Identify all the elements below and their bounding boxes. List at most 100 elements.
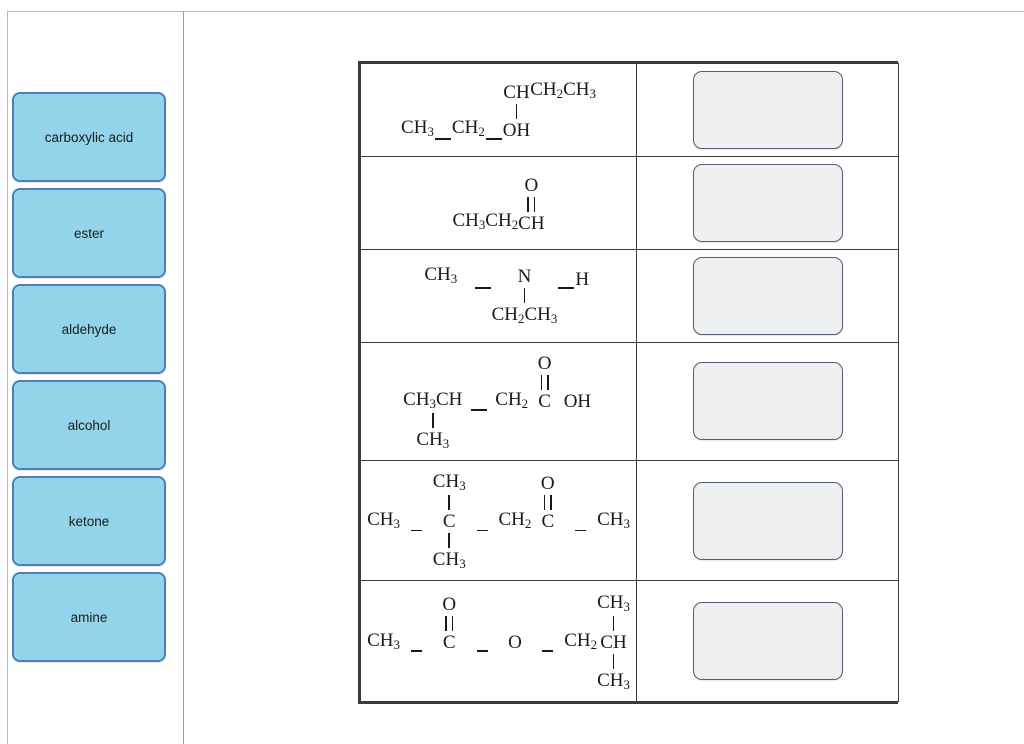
atom-label: OH	[502, 119, 531, 141]
dropzone-cell-2	[636, 155, 899, 250]
vertical-bond	[448, 533, 450, 549]
tile-label: carboxylic acid	[44, 129, 134, 145]
atom-label: CH3	[367, 629, 400, 652]
atom-label: CH3	[401, 117, 434, 140]
table-row: O CH3CH CH3 O CH3	[360, 341, 899, 461]
bond-stack: CH3 CH3	[400, 490, 433, 572]
chain-tail-stack: CH2CH3 OH	[530, 80, 596, 139]
atom-label: H	[575, 268, 590, 290]
draggable-tile-alcohol[interactable]: alcohol	[12, 380, 166, 470]
top-divider	[184, 11, 1024, 12]
vertical-bond	[523, 288, 526, 304]
draggable-tile-ester[interactable]: ester	[12, 188, 166, 278]
atom-label: O	[540, 473, 555, 495]
single-bond	[434, 138, 451, 140]
dropzone-cell-5	[636, 459, 899, 582]
matching-table: CH3 CH2 CH OH CH2CH3	[358, 61, 899, 704]
carbonyl-stack: O C CH3	[433, 595, 466, 692]
answer-dropzone-1[interactable]	[692, 70, 843, 149]
quaternary-carbon-stack: CH3 C CH3	[433, 472, 466, 571]
left-stack: CH3 CH3 CH3	[367, 591, 400, 692]
tile-label: alcohol	[67, 417, 111, 433]
double-bond	[527, 196, 536, 212]
bond-stack	[474, 287, 492, 327]
tail-chain-stack: CH3 CH2 CH3	[564, 591, 597, 692]
atom-label: CH2CH3	[530, 79, 596, 102]
answer-dropzone-2[interactable]	[692, 163, 843, 242]
atom-label: CH2CH3	[491, 304, 558, 327]
hydrogen-stack: H	[575, 270, 589, 327]
table-row: CH3 CH3 CH3 CH3 CH3	[360, 459, 899, 582]
tile-label: amine	[70, 609, 108, 625]
single-bond	[542, 650, 554, 652]
answer-dropzone-3[interactable]	[692, 256, 843, 335]
atom-label: O	[442, 593, 457, 615]
single-bond	[470, 409, 487, 411]
single-bond	[476, 529, 488, 532]
tile-label: aldehyde	[61, 321, 117, 337]
answer-dropzone-5[interactable]	[692, 481, 843, 560]
atom-label: CH2	[498, 509, 532, 532]
double-bond	[543, 495, 552, 511]
draggable-tile-carboxylic-acid[interactable]: carboxylic acid	[12, 92, 166, 182]
bond-stack: CH3 CH3	[466, 490, 499, 572]
bond-stack: CH3 CH3	[400, 610, 433, 692]
single-bond	[476, 650, 488, 652]
atom-label: CH3CH2	[452, 210, 519, 233]
atom-label: CH2	[495, 388, 529, 411]
atom-label: CH3	[597, 669, 630, 693]
bond-stack: CH3 CH3	[564, 490, 597, 572]
structure-cell-6: CH3 CH3 CH3 CH3 CH3	[360, 580, 637, 702]
atom-label: C	[442, 511, 456, 533]
atom-label: CH	[600, 631, 627, 653]
vertical-bond	[515, 103, 518, 119]
hydroxyl-stack: O OH CH3	[561, 354, 594, 451]
atom-label: CH3	[432, 549, 466, 572]
molecule-structure-4: O CH3CH CH3 O CH3	[403, 352, 594, 451]
structure-cell-1: CH3 CH2 CH OH CH2CH3	[360, 63, 637, 157]
structure-cell-4: O CH3CH CH3 O CH3	[360, 341, 637, 461]
draggable-tile-aldehyde[interactable]: aldehyde	[12, 284, 166, 374]
dropzone-cell-6	[636, 580, 899, 702]
bond-stack: CH3 CH3	[531, 610, 564, 692]
bond-stack: O CH3	[462, 371, 495, 451]
single-bond	[474, 287, 491, 289]
draggable-tile-amine[interactable]: amine	[12, 572, 166, 662]
bond-stack: CH3 CH3	[466, 610, 499, 692]
tile-label: ester	[73, 225, 104, 241]
atom-label: CH3	[416, 428, 450, 452]
single-bond	[410, 529, 422, 532]
answer-dropzone-4[interactable]	[692, 362, 843, 441]
double-bond	[445, 615, 454, 631]
vertical-bond	[612, 615, 615, 631]
answer-dropzone-6[interactable]	[692, 602, 843, 681]
table-row: CH3 CH2CH3 N	[360, 248, 899, 343]
dropzone-cell-1	[636, 63, 899, 157]
atom-label: O	[537, 352, 552, 374]
atom-label: O	[508, 631, 522, 653]
atom-label: CH3	[432, 471, 466, 494]
mid-stack: CH3 CH2 CH3	[499, 470, 532, 571]
molecule-structure-5: CH3 CH3 CH3 CH3 CH3	[367, 470, 630, 571]
vertical-bond	[612, 653, 615, 669]
bond-stack	[557, 287, 575, 327]
ester-oxygen-stack: CH3 O CH3	[499, 593, 532, 692]
answer-bank-list: carboxylic acid ester aldehyde alcohol k…	[12, 92, 166, 668]
atom-label: CH3	[597, 509, 630, 532]
molecule-structure-2: O CH3CH2 O CH	[452, 173, 545, 234]
table-row: CH3 CH3 CH3 CH3 CH3	[360, 580, 899, 702]
atom-label: CH3	[597, 591, 630, 614]
molecule-structure-3: CH3 CH2CH3 N	[408, 265, 589, 326]
single-bond	[558, 287, 575, 289]
draggable-tile-ketone[interactable]: ketone	[12, 476, 166, 566]
atom-label: CH	[503, 81, 530, 103]
atom-label: CH	[518, 212, 545, 234]
single-bond	[410, 650, 422, 652]
structure-cell-5: CH3 CH3 CH3 CH3 CH3	[360, 459, 637, 582]
atom-label: OH	[563, 390, 592, 412]
panel-divider	[183, 11, 184, 744]
dropzone-cell-4	[636, 341, 899, 461]
branch-carbon-stack: CH3 CH CH3	[597, 593, 630, 692]
single-bond	[575, 529, 587, 532]
